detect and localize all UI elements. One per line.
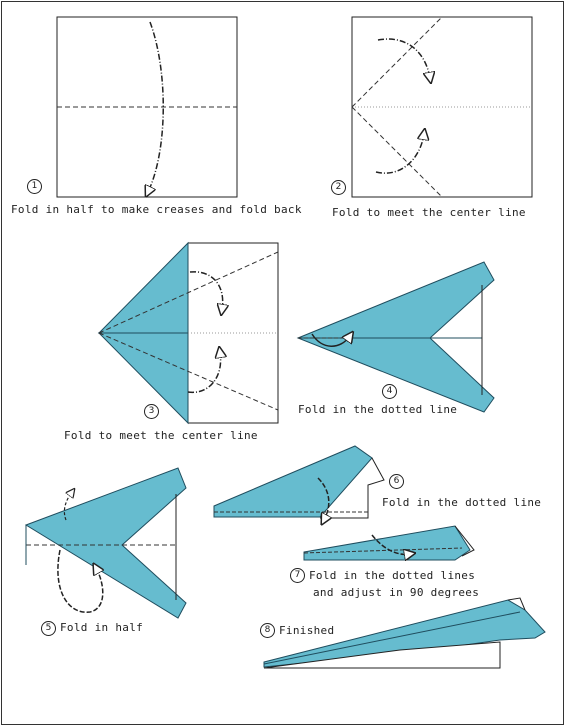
fold-arrow-icon — [377, 38, 430, 78]
fold-arrow-icon — [371, 534, 410, 554]
fold-arrow-icon — [311, 334, 350, 347]
step-2-fold-lower — [351, 106, 443, 198]
step-7-caption: Fold in the dotted lines — [309, 569, 476, 582]
step-1-figure — [56, 16, 238, 198]
step-8-tip — [507, 597, 526, 611]
step-8-figure — [263, 597, 546, 669]
step-3-fold-upper — [98, 251, 279, 334]
step-3-fold-lower — [98, 332, 279, 411]
step-5-figure — [24, 467, 187, 619]
step-7-figure — [303, 525, 475, 561]
step-3-number: 3 — [144, 404, 159, 419]
step-7-number: 7 — [290, 568, 305, 583]
step-3-caption: Fold to meet the center line — [64, 429, 258, 442]
fold-arrow-icon — [63, 492, 72, 521]
fold-arrow-icon — [375, 134, 424, 174]
step-2-figure — [351, 16, 533, 198]
step-7-body — [303, 525, 471, 561]
step-7-caption-line-2: and adjust in 90 degrees — [313, 586, 480, 599]
step-6-figure — [213, 445, 385, 520]
step-4-number: 4 — [382, 384, 397, 399]
step-8-keel — [263, 641, 501, 669]
step-2-caption: Fold to meet the center line — [332, 206, 526, 219]
step-3-flap-lower — [97, 332, 189, 425]
fold-arrow-icon — [317, 477, 329, 520]
step-6-caption: Fold in the dotted line — [382, 496, 542, 509]
fold-arrow-icon — [148, 21, 164, 192]
step-6-number: 6 — [389, 474, 404, 489]
step-8-caption: Finished — [279, 624, 335, 637]
step-5-caption: Fold in half — [60, 621, 144, 634]
step-4-figure — [296, 261, 495, 413]
step-3-flap-upper — [97, 241, 189, 334]
step-1-number: 1 — [27, 179, 42, 194]
step-4-caption: Fold in the dotted line — [298, 403, 458, 416]
step-2-fold-upper — [351, 16, 443, 108]
step-7-fold-line — [303, 547, 463, 554]
step-2-number: 2 — [331, 180, 346, 195]
step-5-dart — [24, 467, 187, 619]
step-8-number: 8 — [260, 623, 275, 638]
fold-arrow-icon — [187, 352, 221, 394]
step-7-tail — [454, 525, 475, 557]
step-6-body — [213, 445, 373, 518]
step-1-square — [56, 16, 238, 198]
step-8-crease — [263, 611, 521, 665]
fold-arrow-icon — [189, 271, 223, 310]
step-3-figure — [97, 241, 279, 425]
step-6-tail — [320, 457, 385, 519]
step-5-number: 5 — [41, 621, 56, 636]
fold-arrow-icon — [57, 549, 103, 613]
step-1-caption: Fold in half to make creases and fold ba… — [11, 203, 302, 216]
